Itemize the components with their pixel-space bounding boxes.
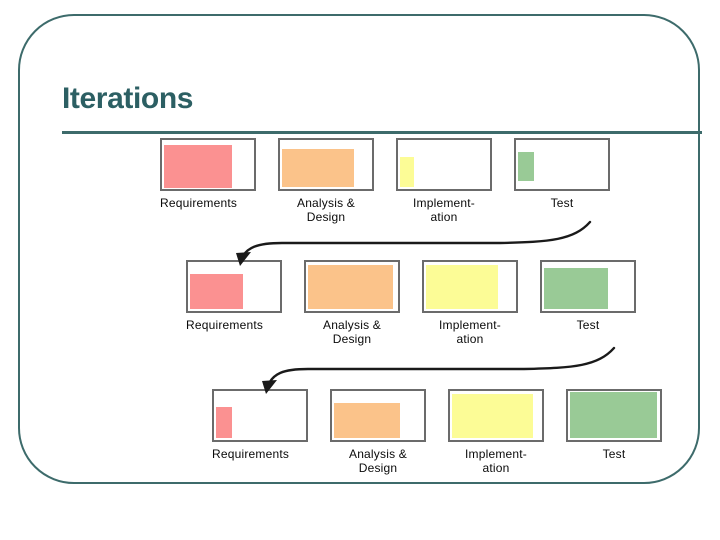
slide-border-frame [18, 14, 700, 484]
title-divider [62, 131, 702, 134]
page-title: Iterations [62, 82, 194, 115]
